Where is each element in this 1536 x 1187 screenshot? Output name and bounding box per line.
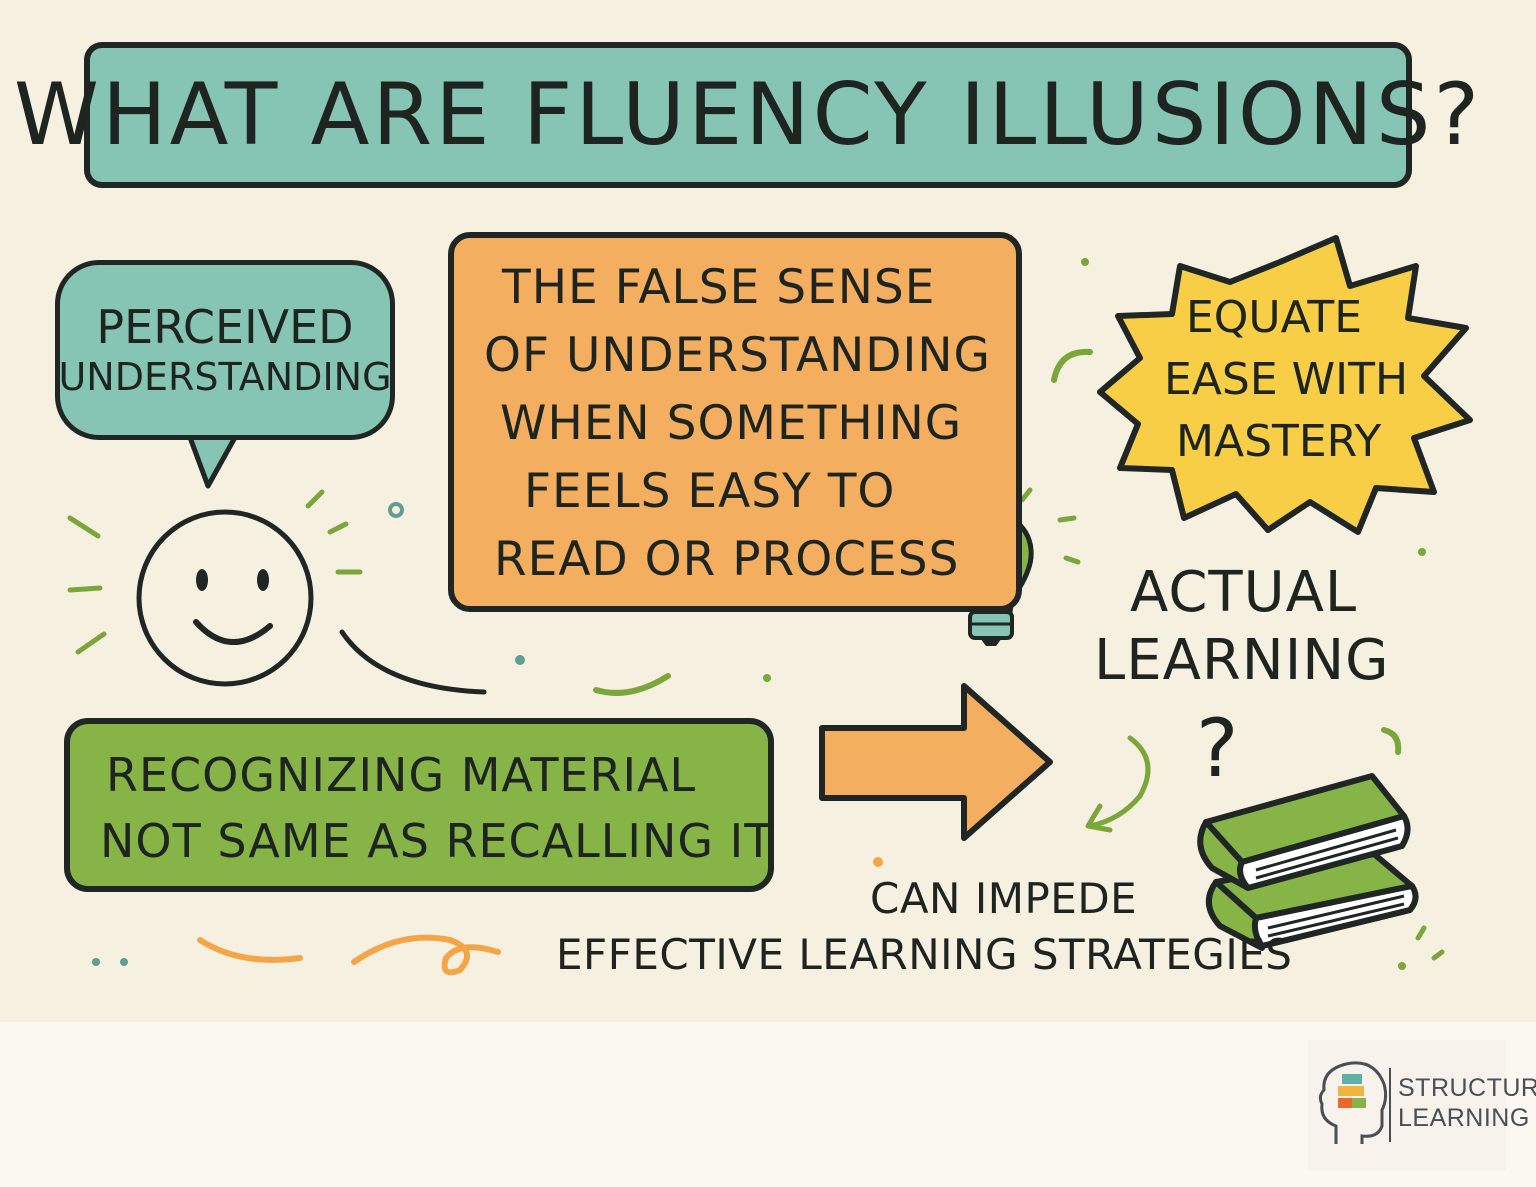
impede-line-1: CAN IMPEDE — [870, 874, 1138, 923]
smiley-face-icon — [136, 509, 487, 695]
definition-line-4: FEELS EASY TO — [524, 464, 896, 519]
bubble-line-1: PERCEIVED — [96, 299, 354, 354]
speech-bubble-tail — [185, 429, 241, 489]
impede-line-2: EFFECTIVE LEARNING STRATEGIES — [556, 930, 1293, 979]
arrow-right-icon — [819, 683, 1053, 841]
sparkle-dashes — [67, 467, 1445, 961]
recognition-box: RECOGNIZING MATERIAL NOT SAME AS RECALLI… — [64, 718, 774, 892]
logo-line-1: STRUCTURAL — [1398, 1074, 1536, 1102]
infographic-canvas: WHAT ARE FLUENCY ILLUSIONS? PERCEIVED UN… — [0, 0, 1536, 1022]
definition-line-5: READ OR PROCESS — [494, 532, 960, 587]
starburst-line-3: MASTERY — [1176, 416, 1382, 467]
title-banner: WHAT ARE FLUENCY ILLUSIONS? — [14, 42, 1479, 188]
head-icon — [1318, 1061, 1391, 1144]
page-title: WHAT ARE FLUENCY ILLUSIONS? — [13, 65, 1483, 165]
definition-line-1: THE FALSE SENSE — [502, 260, 936, 315]
squiggle-doodles — [197, 348, 1402, 976]
logo-line-2: LEARNING — [1398, 1104, 1530, 1132]
recognition-line-2: NOT SAME AS RECALLING IT — [100, 814, 774, 868]
recognition-line-1: RECOGNIZING MATERIAL — [106, 748, 697, 802]
actual-learning-line-1: ACTUAL — [1130, 560, 1358, 625]
starburst-shape — [1097, 235, 1473, 535]
curved-arrow-icon — [1085, 735, 1151, 833]
bubble-line-2: UNDERSTANDING — [58, 354, 392, 399]
starburst-line-2: EASE WITH — [1164, 354, 1409, 405]
question-mark: ? — [1196, 702, 1239, 795]
perceived-understanding-bubble: PERCEIVED UNDERSTANDING — [55, 260, 395, 440]
structural-learning-logo: STRUCTURAL LEARNING — [1308, 1040, 1536, 1170]
definition-line-2: OF UNDERSTANDING — [484, 328, 991, 383]
definition-box: THE FALSE SENSE OF UNDERSTANDING WHEN SO… — [448, 232, 1022, 612]
actual-learning-line-2: LEARNING — [1094, 628, 1390, 693]
starburst-line-1: EQUATE — [1186, 292, 1362, 343]
small-circle-doodle — [388, 502, 404, 518]
dot-doodles — [92, 258, 1426, 970]
definition-line-3: WHEN SOMETHING — [500, 396, 963, 451]
books-stack-icon — [1197, 773, 1419, 951]
